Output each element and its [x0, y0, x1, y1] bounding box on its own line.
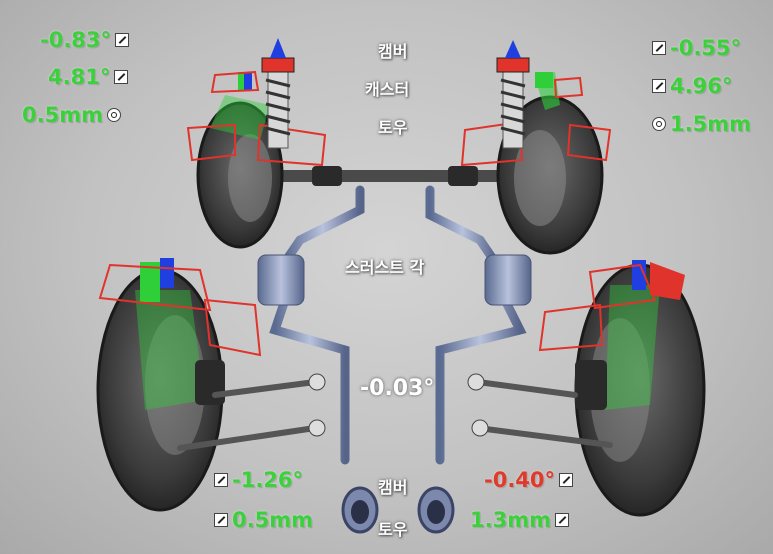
front-right-toe-value: 1.5mm [670, 112, 751, 136]
thrust-angle: -0.03° [360, 376, 434, 401]
right-tailpipe-opening [427, 500, 445, 524]
front-right-caster: 4.96° [652, 74, 732, 98]
front-left-caster: 4.81° [48, 65, 129, 89]
front-camber-label: 캠버 [378, 42, 408, 61]
rear-left-camber: -1.26° [214, 468, 303, 492]
front-left-toe: 0.5mm [22, 103, 121, 127]
rear-right-lower-bushing [471, 419, 489, 437]
rear-right-camber-value: -0.40° [484, 468, 556, 492]
front-left-toe-value: 0.5mm [22, 103, 103, 127]
front-right-toe: 1.5mm [652, 112, 751, 136]
pencil-icon[interactable] [554, 513, 569, 527]
front-left-camber-value: -0.83° [40, 28, 112, 52]
pencil-icon[interactable] [214, 473, 228, 487]
rear-right-control-arms [475, 379, 613, 448]
front-right-wheel [460, 72, 612, 255]
front-left-camber: -0.83° [40, 28, 130, 52]
pencil-icon[interactable] [115, 33, 130, 47]
pencil-icon[interactable] [652, 79, 666, 93]
front-left-wheel [186, 70, 327, 249]
front-left-caster-value: 4.81° [48, 65, 111, 89]
pencil-icon[interactable] [559, 473, 574, 487]
steering-rack [250, 166, 530, 186]
exhaust-system [269, 185, 527, 465]
left-tailpipe-opening [351, 500, 369, 524]
front-right-camber: -0.55° [652, 36, 741, 60]
rear-left-upper-bushing [308, 373, 326, 391]
rear-left-camber-value: -1.26° [232, 468, 304, 492]
front-toe-label: 토우 [378, 118, 408, 137]
rear-right-upper-bushing [467, 373, 485, 391]
front-left-strut [261, 38, 295, 149]
front-right-caster-value: 4.96° [670, 74, 733, 98]
rear-right-toe-value: 1.3mm [470, 508, 551, 532]
left-muffler [257, 254, 305, 306]
front-caster-label: 캐스터 [365, 80, 410, 99]
thrust-angle-label: 스러스트 각 [345, 258, 425, 277]
target-icon[interactable] [106, 108, 121, 122]
rear-toe-label: 토우 [378, 520, 408, 539]
rear-camber-label: 캠버 [378, 478, 408, 497]
pencil-icon[interactable] [214, 513, 228, 527]
pencil-icon[interactable] [652, 41, 666, 55]
front-right-strut [496, 40, 530, 149]
rear-left-toe: 0.5mm [214, 508, 313, 532]
rear-right-toe: 1.3mm [470, 508, 569, 532]
rear-right-wheel [538, 260, 706, 517]
front-right-camber-value: -0.55° [670, 36, 742, 60]
rear-left-toe-value: 0.5mm [232, 508, 313, 532]
rear-left-lower-bushing [308, 419, 326, 437]
thrust-angle-value: -0.03° [360, 376, 435, 401]
target-icon[interactable] [652, 117, 666, 131]
rear-right-camber: -0.40° [484, 468, 574, 492]
rear-left-control-arms [177, 379, 318, 451]
pencil-icon[interactable] [114, 70, 129, 84]
right-muffler [484, 254, 532, 306]
